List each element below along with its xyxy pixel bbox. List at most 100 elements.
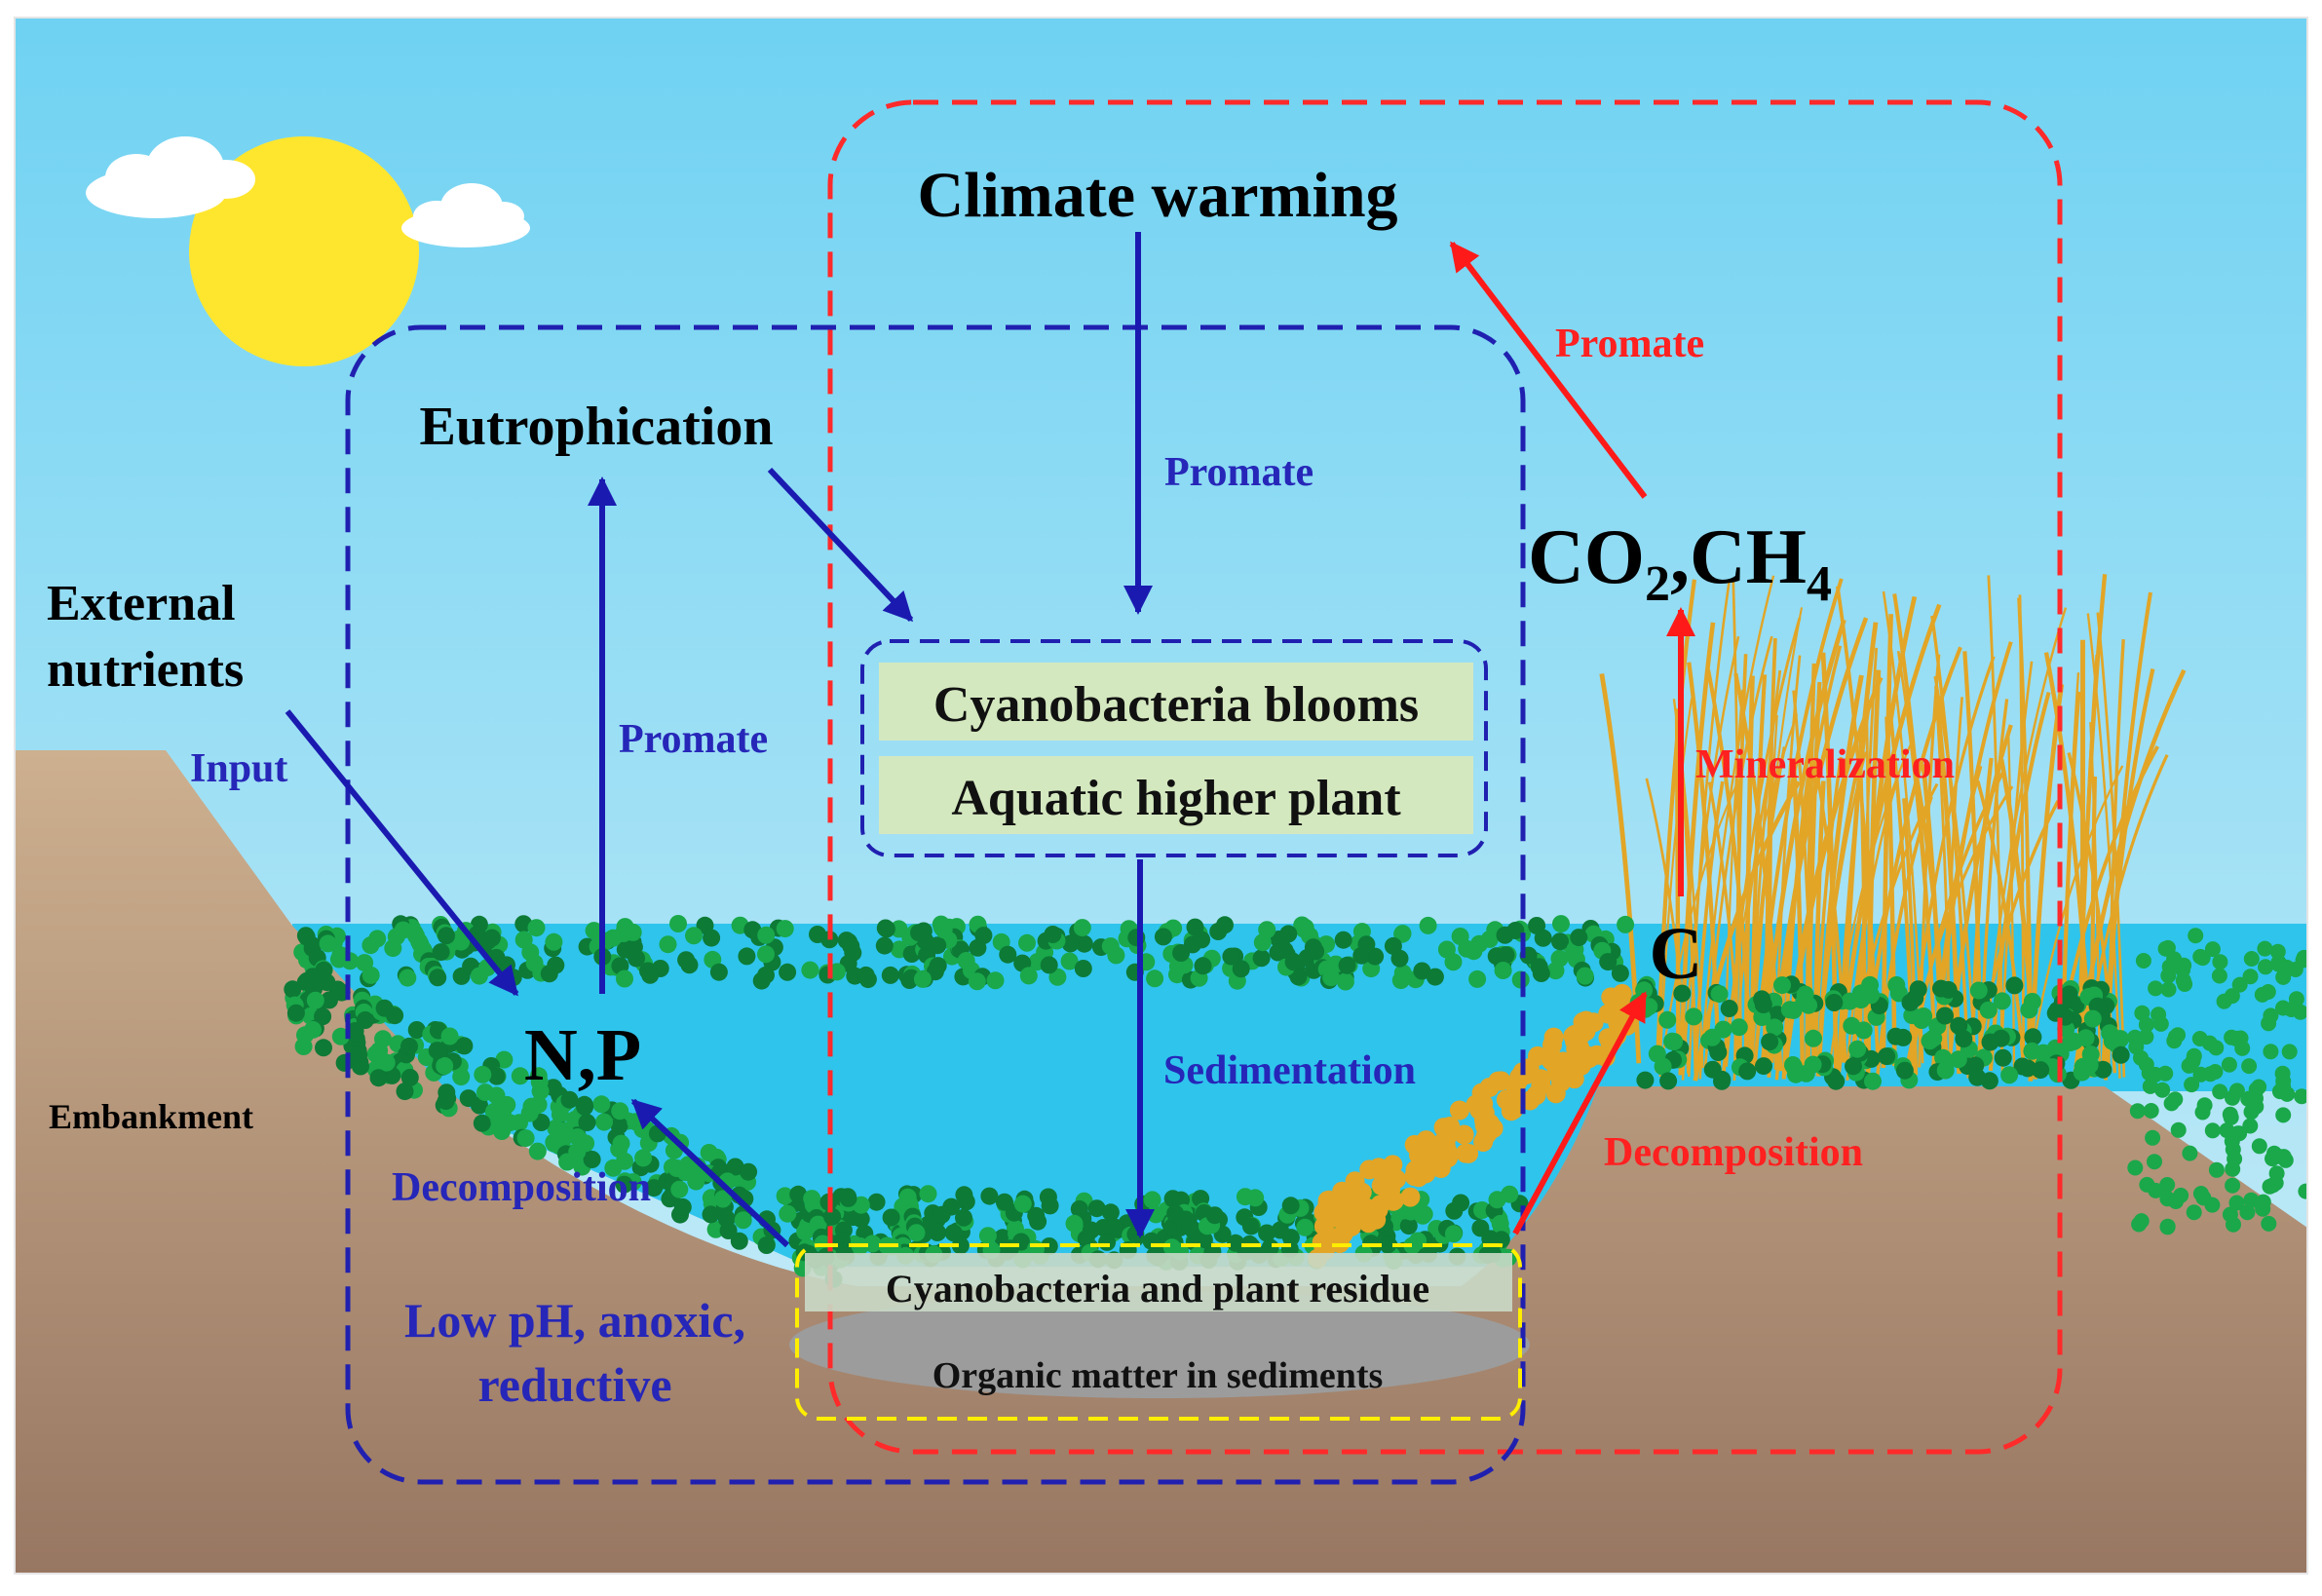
algae-particle	[738, 947, 756, 966]
algae-particle	[1924, 1029, 1943, 1047]
algae-particle	[673, 1197, 692, 1216]
algae-particle	[842, 937, 860, 955]
algae-particle	[1955, 1030, 1973, 1048]
algae-particle	[319, 934, 337, 953]
algae-particle	[2135, 953, 2151, 969]
algae-particle	[1070, 1199, 1088, 1218]
algae-particle	[2129, 1103, 2146, 1120]
algae-particle	[1414, 1206, 1432, 1225]
algae-particle	[2192, 1186, 2209, 1201]
algae-particle	[335, 1053, 354, 1072]
algae-particle	[331, 1027, 350, 1045]
algae-particle	[2227, 1030, 2244, 1046]
algae-particle	[910, 924, 928, 942]
algae-particle	[2242, 1118, 2259, 1134]
algae-particle	[1703, 1060, 1722, 1079]
algae-particle	[2000, 1066, 2019, 1084]
reed-stem	[2096, 612, 2126, 1078]
algae-particle	[2241, 1058, 2258, 1075]
algae-particle	[634, 1149, 653, 1167]
algae-particle	[1665, 1033, 1684, 1051]
algae-particle	[2061, 1034, 2079, 1052]
algae-particle	[929, 1224, 947, 1241]
reed-stem	[1896, 651, 1937, 1076]
algae-particle	[1154, 928, 1172, 946]
algae-particle	[1673, 984, 1692, 1003]
organic-matter-label: Organic matter in sediments	[933, 1355, 1384, 1396]
algae-particle	[1281, 1197, 1300, 1215]
algae-particle	[2148, 1182, 2164, 1198]
algae-particle	[1296, 1218, 1314, 1236]
algae-particle	[1246, 1189, 1265, 1207]
algae-particle	[1909, 980, 1927, 999]
algae-particle	[1476, 1125, 1496, 1146]
low-ph-label: reductive	[477, 1357, 671, 1412]
algae-particle	[1659, 1072, 1678, 1090]
algae-particle	[1163, 1218, 1182, 1236]
algae-particle	[934, 921, 953, 939]
algae-particle	[1087, 1199, 1106, 1218]
algae-particle	[839, 1189, 857, 1207]
algae-particle	[980, 1187, 999, 1205]
cyanobacteria-blooms-box	[879, 663, 1473, 741]
algae-particle	[1576, 967, 1594, 985]
promate-left-label: Promate	[619, 717, 768, 762]
algae-particle	[1027, 1206, 1046, 1225]
algae-particle	[1479, 1078, 1500, 1097]
algae-particle	[612, 1134, 630, 1153]
algae-particle	[432, 943, 450, 962]
reed-stem	[1694, 780, 1725, 1069]
algae-particle	[1358, 1213, 1379, 1234]
algae-particle	[2151, 1007, 2167, 1023]
cloud-icon	[86, 136, 255, 218]
red-arrows	[1449, 241, 1695, 1235]
low-ph-label: Low pH, anoxic,	[404, 1293, 745, 1348]
algae-particle	[2148, 980, 2164, 997]
algae-particle	[386, 1007, 404, 1025]
algae-particle	[1391, 971, 1410, 990]
algae-particle	[1709, 1044, 1728, 1061]
algae-particle	[1969, 981, 1988, 1000]
algae-particle	[377, 1053, 396, 1072]
reed-stem	[1791, 764, 1806, 1073]
algae-particle	[429, 969, 447, 987]
algae-particle	[2231, 976, 2248, 993]
algae-particle	[776, 1187, 794, 1205]
algae-particle	[2257, 940, 2273, 957]
algae-particle	[1761, 1033, 1779, 1051]
algae-particle	[2138, 1016, 2154, 1033]
cloud-icon	[401, 183, 530, 247]
algae-particle	[820, 931, 839, 949]
blue-arrows	[285, 232, 1155, 1248]
algae-particle	[2269, 943, 2286, 960]
algae-particle	[2107, 1030, 2125, 1047]
algae-particle	[2211, 968, 2227, 984]
algae-particle	[974, 927, 993, 945]
reed-stem	[1860, 646, 1962, 1079]
algae-particle	[1162, 1238, 1181, 1257]
algae-particle	[858, 970, 877, 989]
reed-stem	[2024, 750, 2031, 1068]
algae-particle	[1416, 1130, 1436, 1151]
algae-particle	[1755, 1057, 1772, 1076]
algae-particle	[1253, 933, 1272, 952]
algae-particle	[955, 1208, 972, 1227]
algae-particle	[374, 1030, 392, 1048]
algae-particle	[476, 1083, 494, 1102]
algae-particle	[2170, 1121, 2187, 1138]
reed-stem	[2043, 652, 2094, 1074]
algae-particle	[2295, 952, 2307, 969]
algae-particle	[1551, 932, 1569, 951]
algae-particle	[2138, 1029, 2154, 1045]
algae-particle	[645, 1179, 664, 1197]
algae-particle	[995, 1193, 1013, 1211]
algae-particle	[1252, 949, 1271, 968]
algae-particle	[615, 1175, 633, 1194]
algae-particle	[1040, 956, 1058, 974]
algae-particle	[713, 1190, 732, 1208]
algae-particle	[2167, 1091, 2184, 1108]
algae-particle	[2023, 1042, 2041, 1060]
reed-stem	[1846, 782, 1939, 1082]
algae-particle	[1473, 1201, 1491, 1219]
algae-particle	[1194, 957, 1212, 975]
